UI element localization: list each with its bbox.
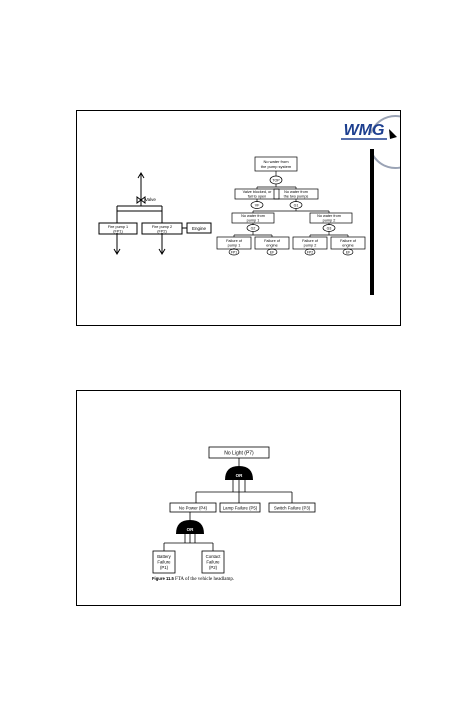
engine-label: Engine — [192, 226, 207, 231]
headlamp-tree-text: No Light (P7) OR No Power (P4) Lamp Fail… — [152, 451, 311, 583]
pump1-label-2: (FP1) — [113, 230, 123, 234]
ft-valve-2: fail to open — [248, 195, 267, 199]
ft-pumps-2: the two pumps — [284, 195, 309, 199]
ft-ef1-1: Failure of — [264, 239, 281, 243]
contact-label-1: Contact — [206, 554, 222, 559]
no-power-label: No Power (P4) — [179, 506, 208, 511]
ft-ef1-basic: EF — [270, 250, 274, 254]
or-gate-power-label: OR — [187, 527, 195, 532]
or-gate-top-label: OR — [236, 473, 244, 478]
figure-caption: FTA of the vehicle headlamp. — [175, 577, 234, 582]
pump-diagram-labels: Valve Fire pump 1 (FP1) Fire pump 2 (FP2… — [108, 197, 207, 234]
slide-headlamp: No Light (P7) OR No Power (P4) Lamp Fail… — [76, 390, 401, 606]
battery-label-3: (P1) — [160, 565, 169, 570]
pump-diagram — [98, 172, 212, 255]
battery-label-2: Failure — [157, 560, 171, 565]
ft-top-2: the pump system — [261, 164, 292, 169]
switch-label: Switch Failure (P3) — [274, 506, 311, 511]
switch-box — [268, 502, 316, 513]
ft-g1: G1 — [294, 204, 299, 208]
wmg-logo: WMG — [341, 115, 400, 295]
valve-label: Valve — [145, 197, 156, 202]
pump1-label-1: Fire pump 1 — [108, 225, 128, 229]
figure-number: Figure 11.5 — [152, 576, 175, 581]
ft-top-gate: TOP — [272, 179, 280, 183]
contact-label-2: Failure — [206, 560, 220, 565]
engine-box — [186, 222, 212, 234]
ft-p2-1: No water from — [317, 214, 341, 218]
lamp-box — [219, 502, 261, 513]
battery-label-1: Battery — [157, 554, 171, 559]
ft-ef1-2: engine — [266, 244, 277, 248]
fault-tree-lines — [216, 156, 366, 256]
headlamp-fta-figure: No Light (P7) OR No Power (P4) Lamp Fail… — [152, 446, 316, 583]
ft-ef2-1: Failure of — [340, 239, 357, 243]
pump1-box — [98, 222, 138, 235]
battery-box — [152, 550, 176, 574]
ft-vf: VF — [255, 204, 260, 208]
logo-text: WMG — [344, 122, 385, 139]
ft-p1-2: pump 1 — [247, 219, 260, 223]
ft-fp1-1: Failure of — [226, 239, 243, 243]
pump2-label-2: (FP2) — [157, 230, 167, 234]
ft-ef2-basic: EF — [346, 250, 350, 254]
lamp-label: Lamp Failure (P5) — [223, 506, 258, 511]
logo-bar — [370, 149, 374, 295]
ft-fp2-basic: FP2 — [307, 250, 313, 254]
ft-fp1-2: pump 1 — [228, 244, 241, 248]
ft-valve-1: Valve blocked, or — [243, 190, 273, 194]
ft-ef2-2: engine — [342, 244, 353, 248]
ft-p2-2: pump 2 — [323, 219, 336, 223]
contact-label-3: (P2) — [209, 565, 218, 570]
ft-pumps-1: No water from — [284, 190, 308, 194]
no-light-label: No Light (P7) — [224, 451, 254, 457]
or-gate-power — [176, 520, 204, 534]
ft-g2: G2 — [251, 227, 256, 231]
no-power-box — [169, 502, 217, 513]
ft-g3: G3 — [327, 227, 332, 231]
or-gate-top — [225, 466, 253, 480]
fault-tree-text: No water from the pump system TOP Valve … — [226, 159, 357, 254]
ft-fp2-2: pump 2 — [304, 244, 317, 248]
ft-top-1: No water from — [263, 159, 289, 164]
ft-fp2-1: Failure of — [302, 239, 319, 243]
ft-p1-1: No water from — [241, 214, 265, 218]
ft-fp1-basic: FP1 — [231, 250, 237, 254]
slide-fire-pump: WMG Valve Fire pump 1 (FP1) Fire pump 2 … — [76, 110, 401, 326]
fire-pump-figure: WMG Valve Fire pump 1 (FP1) Fire pump 2 … — [98, 115, 400, 295]
pump2-label-1: Fire pump 2 — [152, 225, 172, 229]
contact-box — [201, 550, 225, 574]
headlamp-tree-lines — [152, 446, 316, 574]
